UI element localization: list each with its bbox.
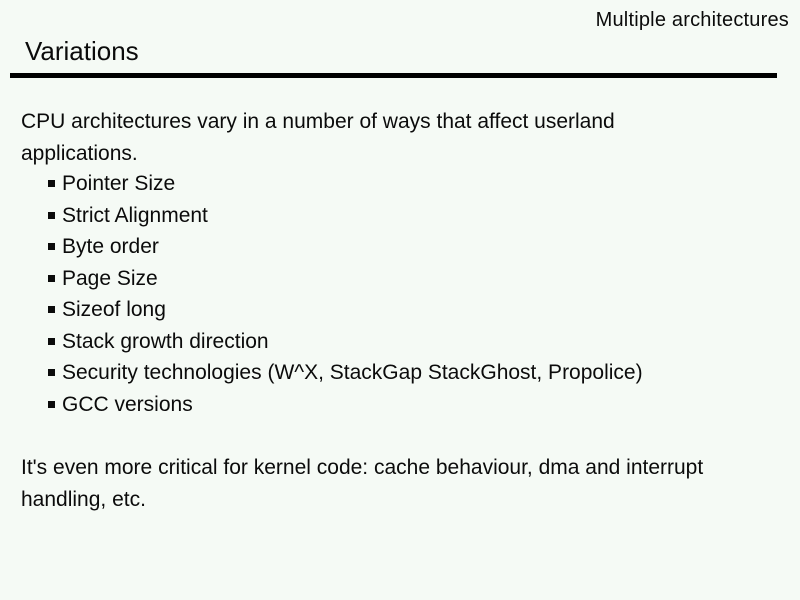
list-item: Security technologies (W^X, StackGap Sta…	[21, 357, 761, 389]
list-item-label: Page Size	[62, 266, 158, 290]
slide-header-label: Multiple architectures	[595, 9, 789, 31]
closing-paragraph: It's even more critical for kernel code:…	[21, 456, 704, 511]
list-item-label: Strict Alignment	[62, 203, 208, 227]
bullet-square-icon	[48, 243, 55, 250]
bullet-square-icon	[48, 211, 55, 219]
list-item: Stack growth direction	[21, 326, 761, 358]
bullet-square-icon	[48, 180, 55, 187]
list-item-label: Byte order	[62, 235, 159, 258]
list-item: Byte order	[21, 231, 761, 263]
intro-paragraph: CPU architectures vary in a number of wa…	[21, 110, 615, 165]
list-item: Page Size	[21, 263, 761, 295]
bullet-square-icon	[48, 306, 55, 313]
list-item: GCC versions	[21, 389, 761, 421]
title-divider	[10, 73, 777, 78]
list-item: Strict Alignment	[21, 200, 761, 232]
bullet-square-icon	[48, 369, 55, 376]
bullet-square-icon	[48, 337, 55, 345]
list-item: Sizeof long	[21, 294, 761, 326]
page-title: Variations	[25, 36, 139, 66]
list-item-label: Security technologies (W^X, StackGap Sta…	[62, 361, 643, 384]
list-item-label: Sizeof long	[62, 298, 166, 321]
list-item-label: GCC versions	[62, 392, 193, 416]
list-item: Pointer Size	[21, 168, 761, 200]
list-item-label: Stack growth direction	[62, 329, 269, 353]
bullet-square-icon	[48, 274, 55, 282]
list-item-label: Pointer Size	[62, 172, 176, 195]
bullet-square-icon	[48, 400, 55, 408]
bullet-list: Pointer Size Strict Alignment Byte order…	[21, 168, 761, 420]
